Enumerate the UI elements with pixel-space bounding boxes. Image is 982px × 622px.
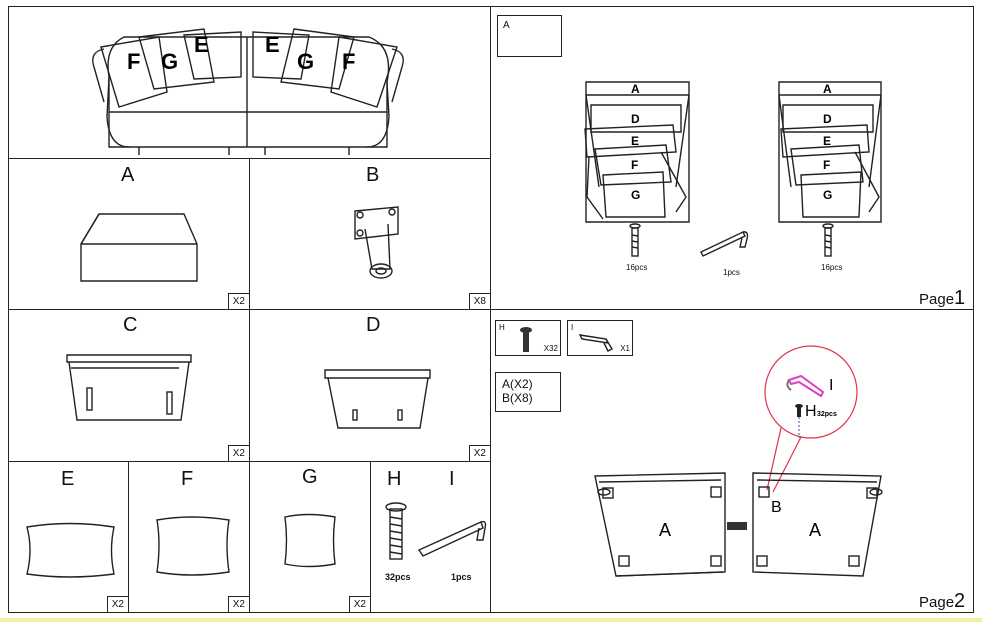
page1-assembly-right: A D E F G (778, 81, 882, 257)
part-hi-panel: H I 32pcs 1pcs (370, 461, 491, 613)
page1-bolt-right-count: 16pcs (821, 263, 843, 272)
part-b-qty: X8 (468, 293, 490, 309)
part-e-qty: X2 (106, 596, 128, 612)
page1-step-box-label: A (503, 20, 510, 31)
part-d-qty: X2 (468, 445, 490, 461)
page2-callout-h-count: 32pcs (817, 411, 837, 418)
page1-panel: A A D E F G (490, 6, 974, 310)
page2-wrench-icon (578, 334, 613, 352)
part-c-letter: C (123, 314, 138, 336)
page1-word: Page (919, 291, 955, 308)
page2-parts-list-item-b: B(X8) (502, 391, 533, 405)
part-e-panel: E X2 (8, 461, 129, 613)
page2-bolt-box-qty: X32 (543, 344, 558, 353)
part-c-qty: X2 (227, 445, 249, 461)
page1-left-label-a: A (631, 82, 640, 96)
part-h-letter: H (387, 468, 402, 490)
part-c-drawing (66, 354, 192, 421)
page1-wrench-count: 1pcs (723, 268, 740, 277)
part-f-letter: F (181, 468, 194, 490)
part-f-panel: F X2 (128, 461, 250, 613)
part-c-panel: C X2 (8, 309, 250, 462)
page2-frames-drawing: A A B (594, 472, 883, 577)
page1-right-label-f: F (823, 158, 830, 172)
page2-callout-i-label: I (829, 377, 833, 394)
page1-left-label-e: E (631, 134, 639, 148)
part-a-drawing (80, 213, 198, 282)
part-g-letter: G (302, 466, 318, 488)
sofa-letter-f-right: F (342, 49, 355, 74)
page2-parts-list-item-a: A(X2) (502, 377, 533, 391)
part-e-drawing (26, 522, 115, 578)
part-h-count: 32pcs (385, 572, 411, 582)
page2-digit: 2 (954, 590, 966, 612)
page2-bolt-box: H X32 (495, 320, 561, 356)
page1-left-label-g: G (631, 188, 640, 202)
page1-assembly-left: A D E F G (584, 81, 690, 257)
page2-panel: H X32 I X1 A(X2) B(X8) (490, 309, 974, 613)
part-i-count: 1pcs (451, 572, 472, 582)
page1-left-label-f: F (631, 158, 638, 172)
part-g-qty: X2 (348, 596, 370, 612)
page2-wrench-box-qty: X1 (620, 344, 630, 353)
page1-right-label-g: G (823, 188, 832, 202)
page2-frame-b-label: B (771, 499, 782, 516)
part-d-panel: D X2 (249, 309, 491, 462)
sofa-illustration: F G E E G F (92, 28, 404, 155)
part-b-panel: B X8 (249, 158, 491, 310)
part-g-drawing (284, 513, 336, 568)
part-e-letter: E (61, 468, 75, 490)
part-d-letter: D (366, 314, 381, 336)
sofa-letter-e-left: E (194, 32, 209, 57)
page1-digit: 1 (954, 287, 966, 309)
page2-bolt-box-label: H (499, 323, 505, 332)
page2-frame-right-label: A (809, 520, 821, 540)
part-b-drawing (354, 206, 399, 279)
page1-bolt-left-count: 16pcs (626, 263, 648, 272)
sofa-letter-f-left: F (127, 49, 140, 74)
page2-word: Page (919, 594, 955, 611)
part-d-drawing (324, 369, 431, 429)
part-g-panel: G X2 (249, 461, 371, 613)
part-i-letter: I (449, 468, 455, 490)
sofa-letter-g-right: G (297, 49, 314, 74)
part-i-wrench-drawing (417, 520, 487, 557)
sofa-overview-panel: F G E E G F (8, 6, 491, 159)
page1-right-label-a: A (823, 82, 832, 96)
page1-right-label-d: D (823, 112, 832, 126)
part-f-qty: X2 (227, 596, 249, 612)
part-f-drawing (156, 516, 230, 576)
part-b-letter: B (366, 164, 380, 186)
page2-bolt-icon (520, 327, 532, 352)
page1-wrench-drawing (700, 231, 749, 257)
part-a-panel: A X2 (8, 158, 250, 310)
page1-step-box: A (497, 15, 562, 57)
page1-number: Page1 (919, 287, 966, 309)
page2-number: Page2 (919, 590, 966, 612)
page2-parts-list-box: A(X2) B(X8) (495, 372, 561, 412)
page2-frame-left-label: A (659, 520, 671, 540)
page1-right-label-e: E (823, 134, 831, 148)
sofa-letter-g-left: G (161, 49, 178, 74)
part-a-letter: A (121, 164, 135, 186)
part-a-qty: X2 (227, 293, 249, 309)
page2-callout-h-label: H (805, 403, 817, 420)
part-h-bolt-drawing (385, 502, 407, 560)
sofa-letter-e-right: E (265, 32, 280, 57)
page2-wrench-box-label: I (571, 323, 574, 332)
page2-wrench-box: I X1 (567, 320, 633, 356)
page1-left-label-d: D (631, 112, 640, 126)
